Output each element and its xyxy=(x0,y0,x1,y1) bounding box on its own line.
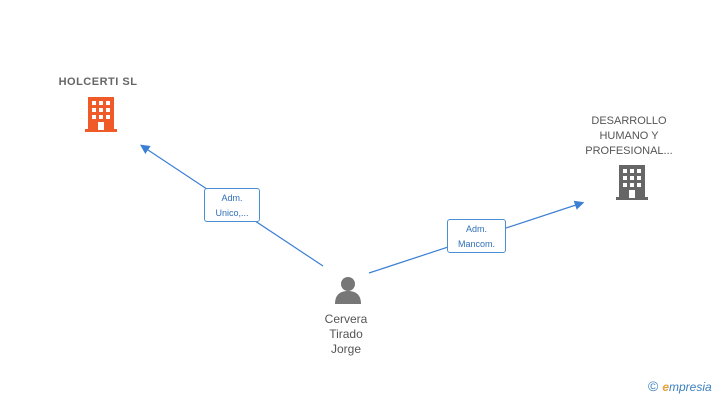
company-name-line: HUMANO Y xyxy=(599,130,659,142)
company-name-holcerti[interactable]: HOLCERTI SL xyxy=(58,76,138,88)
building-icon[interactable] xyxy=(616,165,648,200)
copyright-symbol: © xyxy=(648,378,659,394)
company-name-desarrollo[interactable]: DESARROLLO HUMANO Y PROFESIONAL... xyxy=(566,114,692,159)
edge-label-line: Unico,... xyxy=(215,208,249,218)
person-name[interactable]: Cervera Tirado Jorge xyxy=(306,312,386,357)
person-name-line: Cervera xyxy=(324,312,368,326)
empresia-logo: ©empresia xyxy=(648,378,712,394)
edge-label-adm-mancom: Adm. Mancom. xyxy=(447,219,506,253)
company-name-line: PROFESIONAL... xyxy=(585,145,673,157)
edge-label-adm-unico: Adm. Unico,... xyxy=(204,188,260,222)
person-name-line: Tirado xyxy=(329,327,363,341)
building-icon[interactable] xyxy=(85,97,117,132)
edge-label-line: Adm. xyxy=(465,224,487,234)
edge-label-line: Adm. xyxy=(221,193,243,203)
person-icon[interactable] xyxy=(333,275,363,305)
edge-label-line: Mancom. xyxy=(457,239,495,249)
brand-initial: e xyxy=(662,380,670,394)
person-name-line: Jorge xyxy=(330,342,362,356)
company-name-line: DESARROLLO xyxy=(591,115,667,127)
brand-name: mpresia xyxy=(669,380,712,394)
